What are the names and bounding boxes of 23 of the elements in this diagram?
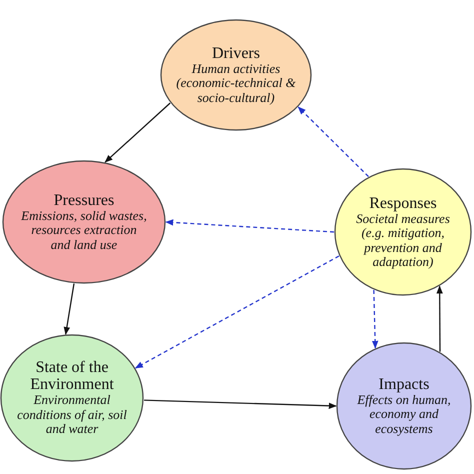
ellipse-node	[160, 19, 312, 131]
arrow	[436, 286, 443, 352]
dashed-arrow	[372, 290, 378, 349]
ellipse-node	[336, 342, 472, 470]
node-title: Responses	[369, 194, 437, 212]
dashed-arrow	[165, 219, 334, 233]
ellipse-node	[2, 160, 166, 284]
ellipse-node	[0, 334, 144, 462]
node-description: Environmental conditions of air, soil and water	[16, 393, 128, 437]
arrow	[64, 283, 75, 335]
node-description: Societal measures (e.g. mitigation, prevention and adaptation)	[355, 212, 451, 270]
dashed-arrow	[134, 255, 340, 369]
arrow	[104, 102, 171, 163]
node-title: Impacts	[378, 376, 430, 393]
node-title: State of the Environment	[29, 359, 115, 394]
dashed-arrow	[298, 106, 369, 178]
arrow	[144, 400, 337, 409]
node-description: Human activities (economic-technical & socio-cultural)	[175, 62, 297, 106]
node-description: Effects on human, economy and ecosystems	[356, 392, 452, 436]
node-description: Emissions, solid wastes, resources extraction and land use	[20, 208, 148, 252]
ellipse-node	[334, 168, 472, 296]
node-title: Pressures	[54, 192, 114, 209]
node-title: Drivers	[212, 44, 260, 62]
